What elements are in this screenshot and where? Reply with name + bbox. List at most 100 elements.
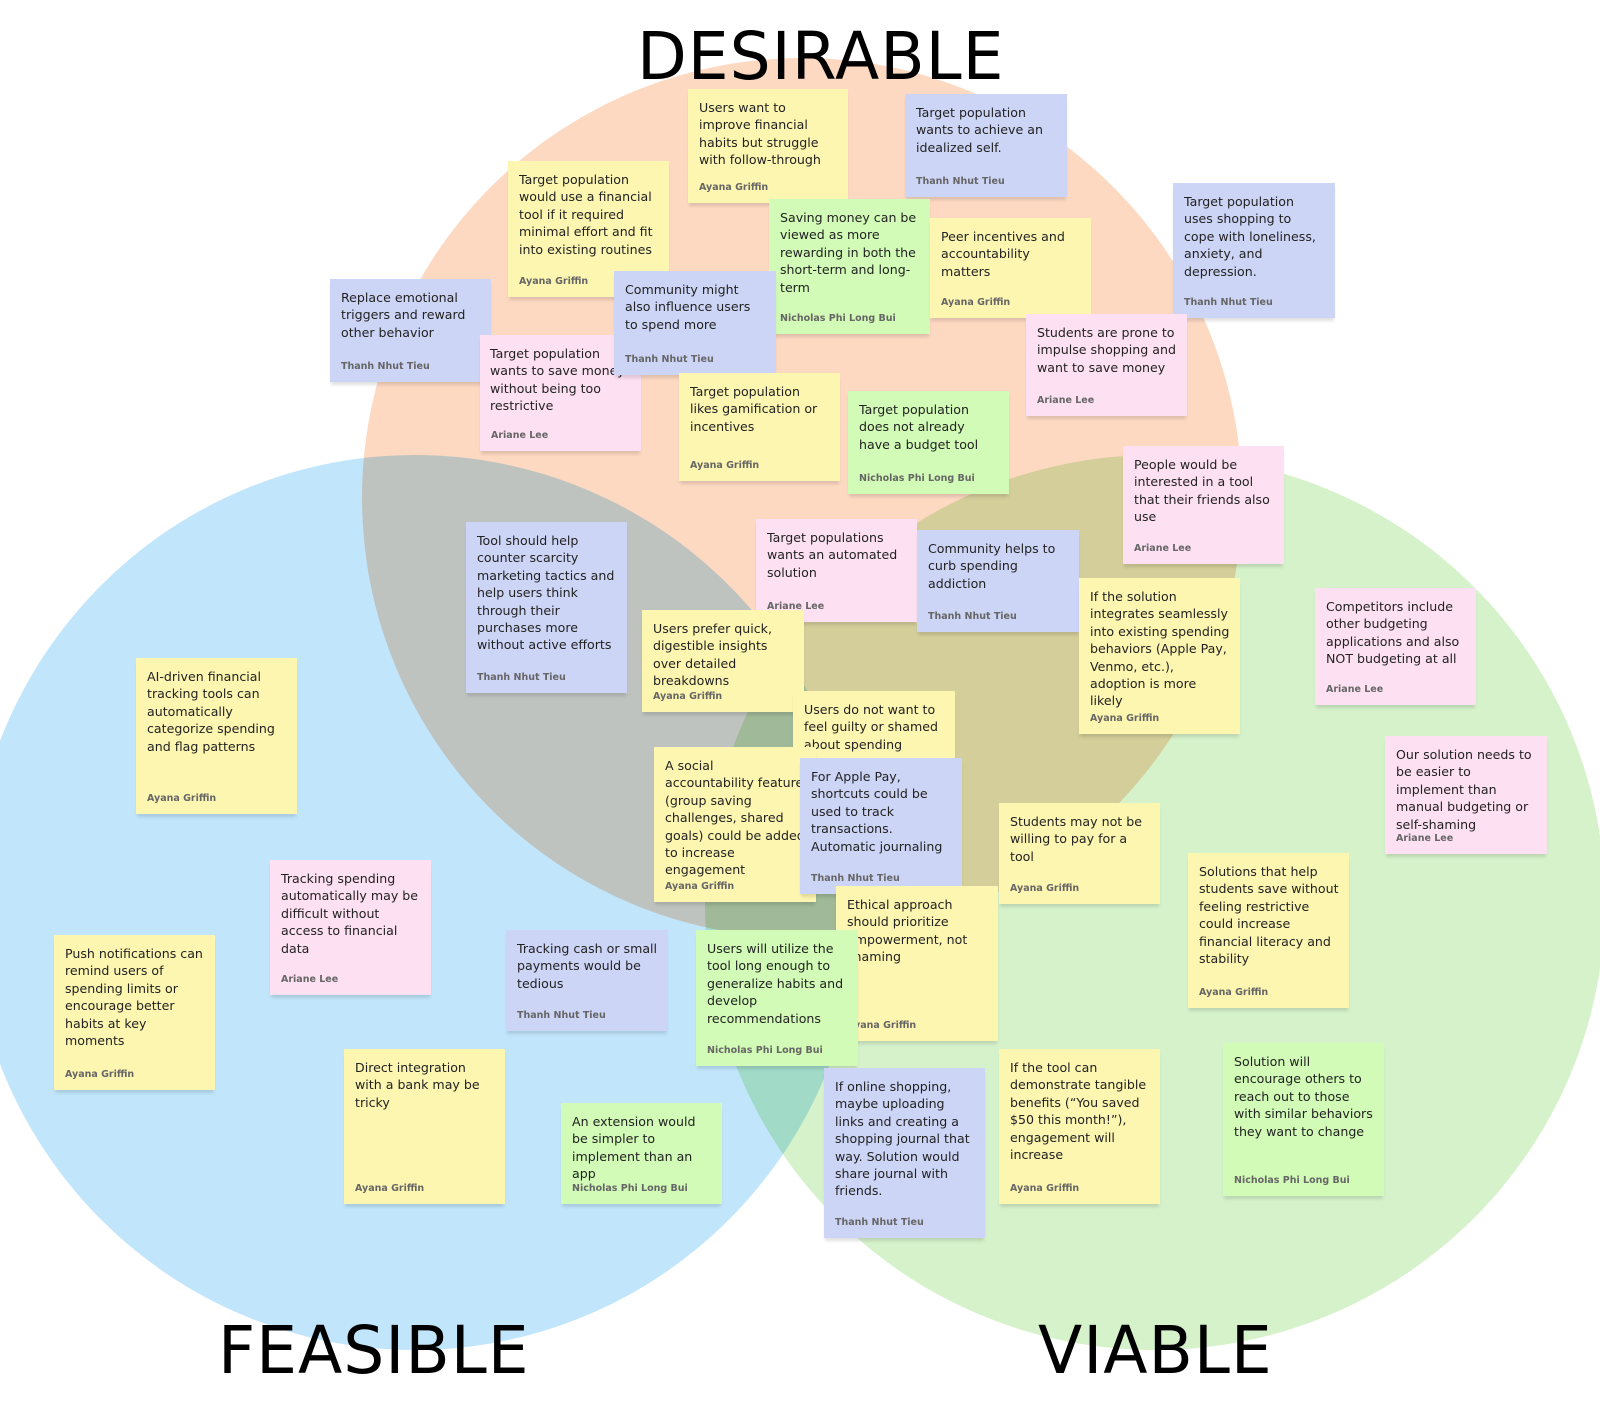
note-text: Solution will encourage others to reach … xyxy=(1234,1054,1373,1139)
sticky-note[interactable]: Target population wants to achieve an id… xyxy=(905,94,1067,197)
sticky-note[interactable]: Solutions that help students save withou… xyxy=(1188,853,1349,1008)
note-text: Tracking cash or small payments would be… xyxy=(517,941,658,991)
note-author: Nicholas Phi Long Bui xyxy=(1234,1175,1350,1186)
note-text: AI-driven financial tracking tools can a… xyxy=(147,669,275,754)
sticky-note[interactable]: Students are prone to impulse shopping a… xyxy=(1026,314,1187,416)
note-author: Ayana Griffin xyxy=(65,1069,135,1080)
sticky-note[interactable]: Community might also influence users to … xyxy=(614,271,776,375)
note-author: Ayana Griffin xyxy=(519,276,589,287)
sticky-note[interactable]: Ethical approach should prioritize empow… xyxy=(836,886,998,1041)
note-text: Solutions that help students save withou… xyxy=(1199,864,1339,967)
note-text: Students are prone to impulse shopping a… xyxy=(1037,325,1176,375)
sticky-note[interactable]: Target population likes gamification or … xyxy=(679,373,840,481)
sticky-note[interactable]: Target population does not already have … xyxy=(848,391,1009,494)
sticky-note[interactable]: Tracking cash or small payments would be… xyxy=(506,930,668,1031)
note-author: Thanh Nhut Tieu xyxy=(477,672,566,683)
sticky-note[interactable]: If online shopping, maybe uploading link… xyxy=(824,1068,985,1238)
note-text: Target population likes gamification or … xyxy=(690,384,818,434)
sticky-note[interactable]: Target populations wants an automated so… xyxy=(756,519,917,622)
sticky-note[interactable]: People would be interested in a tool tha… xyxy=(1123,446,1284,564)
note-author: Thanh Nhut Tieu xyxy=(1184,297,1273,308)
note-text: Target population wants to save money wi… xyxy=(490,346,625,414)
feasible-label: FEASIBLE xyxy=(218,1312,530,1389)
note-author: Thanh Nhut Tieu xyxy=(341,361,430,372)
sticky-note[interactable]: Users will utilize the tool long enough … xyxy=(696,930,858,1066)
sticky-note[interactable]: An extension would be simpler to impleme… xyxy=(561,1103,722,1204)
note-author: Ariane Lee xyxy=(1326,684,1384,695)
note-author: Thanh Nhut Tieu xyxy=(916,176,1005,187)
note-author: Ayana Griffin xyxy=(941,297,1011,308)
note-text: People would be interested in a tool tha… xyxy=(1134,457,1270,525)
note-text: Direct integration with a bank may be tr… xyxy=(355,1060,480,1110)
note-text: Community might also influence users to … xyxy=(625,282,751,332)
sticky-note[interactable]: Students may not be willing to pay for a… xyxy=(999,803,1160,904)
note-author: Ayana Griffin xyxy=(699,182,769,193)
note-author: Thanh Nhut Tieu xyxy=(928,611,1017,622)
note-author: Ayana Griffin xyxy=(690,460,760,471)
sticky-note[interactable]: If the solution integrates seamlessly in… xyxy=(1079,578,1240,734)
note-text: Push notifications can remind users of s… xyxy=(65,946,203,1049)
sticky-note[interactable]: Target population uses shopping to cope … xyxy=(1173,183,1335,318)
sticky-note[interactable]: AI-driven financial tracking tools can a… xyxy=(136,658,297,814)
note-author: Nicholas Phi Long Bui xyxy=(780,313,896,324)
note-text: For Apple Pay, shortcuts could be used t… xyxy=(811,769,943,854)
note-text: Saving money can be viewed as more rewar… xyxy=(780,210,917,295)
note-author: Ayana Griffin xyxy=(147,793,217,804)
sticky-note[interactable]: Saving money can be viewed as more rewar… xyxy=(769,199,930,334)
sticky-note[interactable]: Users want to improve financial habits b… xyxy=(688,89,848,203)
note-text: Peer incentives and accountability matte… xyxy=(941,229,1065,279)
note-author: Thanh Nhut Tieu xyxy=(517,1010,606,1021)
note-author: Nicholas Phi Long Bui xyxy=(572,1183,688,1194)
note-text: Target population wants to achieve an id… xyxy=(916,105,1043,155)
note-text: Tool should help counter scarcity market… xyxy=(477,533,615,653)
note-text: Target population uses shopping to cope … xyxy=(1184,194,1316,279)
note-author: Thanh Nhut Tieu xyxy=(835,1217,924,1228)
note-text: Tracking spending automatically may be d… xyxy=(281,871,419,956)
note-text: Users prefer quick, digestible insights … xyxy=(653,621,772,689)
sticky-note[interactable]: Direct integration with a bank may be tr… xyxy=(344,1049,505,1204)
note-author: Ayana Griffin xyxy=(847,1020,917,1031)
sticky-note[interactable]: Competitors include other budgeting appl… xyxy=(1315,588,1476,705)
note-author: Ayana Griffin xyxy=(1010,883,1080,894)
note-author: Ariane Lee xyxy=(767,601,825,612)
note-text: An extension would be simpler to impleme… xyxy=(572,1114,696,1182)
sticky-note[interactable]: Our solution needs to be easier to imple… xyxy=(1385,736,1547,854)
desirable-label: DESIRABLE xyxy=(637,18,1005,95)
note-author: Thanh Nhut Tieu xyxy=(625,354,714,365)
note-author: Ayana Griffin xyxy=(1199,987,1269,998)
note-text: Users want to improve financial habits b… xyxy=(699,100,821,168)
sticky-note[interactable]: Replace emotional triggers and reward ot… xyxy=(330,279,491,382)
note-text: A social accountability feature (group s… xyxy=(665,758,805,878)
note-author: Nicholas Phi Long Bui xyxy=(859,473,975,484)
note-text: Community helps to curb spending addicti… xyxy=(928,541,1056,591)
sticky-note[interactable]: A social accountability feature (group s… xyxy=(654,747,816,902)
note-author: Ayana Griffin xyxy=(1010,1183,1080,1194)
sticky-note[interactable]: Solution will encourage others to reach … xyxy=(1223,1043,1384,1196)
note-author: Ariane Lee xyxy=(1396,833,1454,844)
note-author: Ariane Lee xyxy=(281,974,339,985)
note-text: Competitors include other budgeting appl… xyxy=(1326,599,1460,667)
sticky-note[interactable]: Community helps to curb spending addicti… xyxy=(917,530,1079,632)
note-text: Our solution needs to be easier to imple… xyxy=(1396,747,1532,832)
note-text: Ethical approach should prioritize empow… xyxy=(847,897,968,965)
note-author: Ariane Lee xyxy=(1134,543,1192,554)
note-text: Target population would use a financial … xyxy=(519,172,653,257)
sticky-note[interactable]: Tool should help counter scarcity market… xyxy=(466,522,627,693)
sticky-note[interactable]: For Apple Pay, shortcuts could be used t… xyxy=(800,758,962,894)
sticky-note[interactable]: If the tool can demonstrate tangible ben… xyxy=(999,1049,1160,1204)
note-author: Ayana Griffin xyxy=(355,1183,425,1194)
sticky-note[interactable]: Tracking spending automatically may be d… xyxy=(270,860,431,995)
note-text: If the tool can demonstrate tangible ben… xyxy=(1010,1060,1147,1163)
note-author: Ariane Lee xyxy=(1037,395,1095,406)
note-author: Nicholas Phi Long Bui xyxy=(707,1045,823,1056)
sticky-note[interactable]: Users prefer quick, digestible insights … xyxy=(642,610,804,712)
note-text: Students may not be willing to pay for a… xyxy=(1010,814,1142,864)
note-text: Users will utilize the tool long enough … xyxy=(707,941,844,1026)
note-author: Ayana Griffin xyxy=(653,691,723,702)
viable-label: VIABLE xyxy=(1038,1312,1273,1389)
note-text: Replace emotional triggers and reward ot… xyxy=(341,290,466,340)
note-author: Thanh Nhut Tieu xyxy=(811,873,900,884)
sticky-note[interactable]: Peer incentives and accountability matte… xyxy=(930,218,1091,318)
note-text: If the solution integrates seamlessly in… xyxy=(1090,589,1230,709)
sticky-note[interactable]: Push notifications can remind users of s… xyxy=(54,935,215,1090)
